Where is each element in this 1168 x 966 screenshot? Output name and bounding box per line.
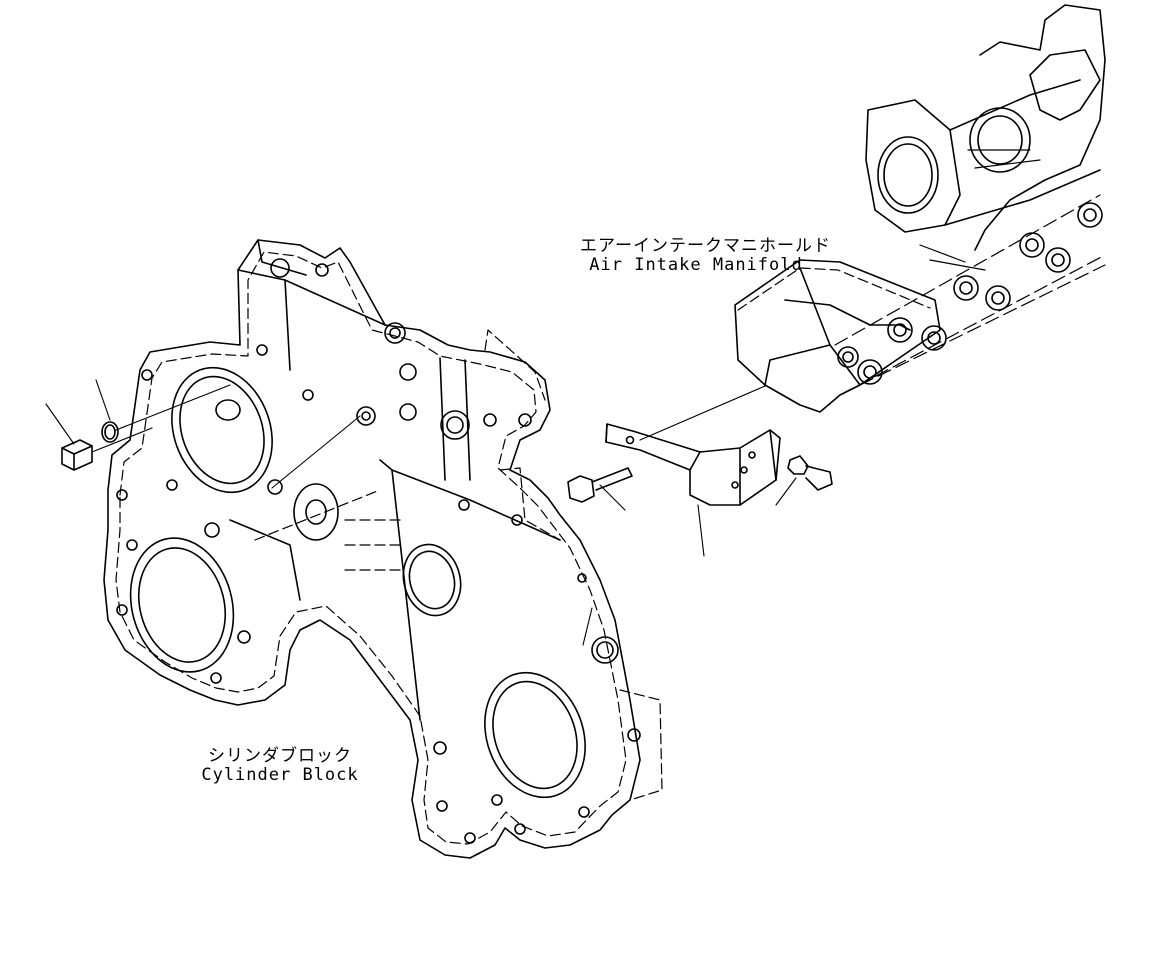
bracket-and-bolts	[271, 385, 833, 646]
cylinder-block-drawing	[103, 239, 663, 859]
cylinder-block-label-jp: シリンダブロック	[208, 746, 352, 766]
cylinder-block-label: シリンダブロック Cylinder Block	[190, 747, 370, 785]
air-intake-manifold-label-jp: エアーインテークマニホールド	[580, 236, 831, 256]
plug-and-gasket	[45, 379, 231, 471]
air-intake-manifold-label: エアーインテークマニホールド Air Intake Manifold	[580, 236, 831, 275]
air-intake-manifold-label-en: Air Intake Manifold	[589, 255, 803, 275]
cylinder-block-label-en: Cylinder Block	[201, 765, 359, 785]
air-intake-manifold-drawing	[734, 4, 1106, 413]
